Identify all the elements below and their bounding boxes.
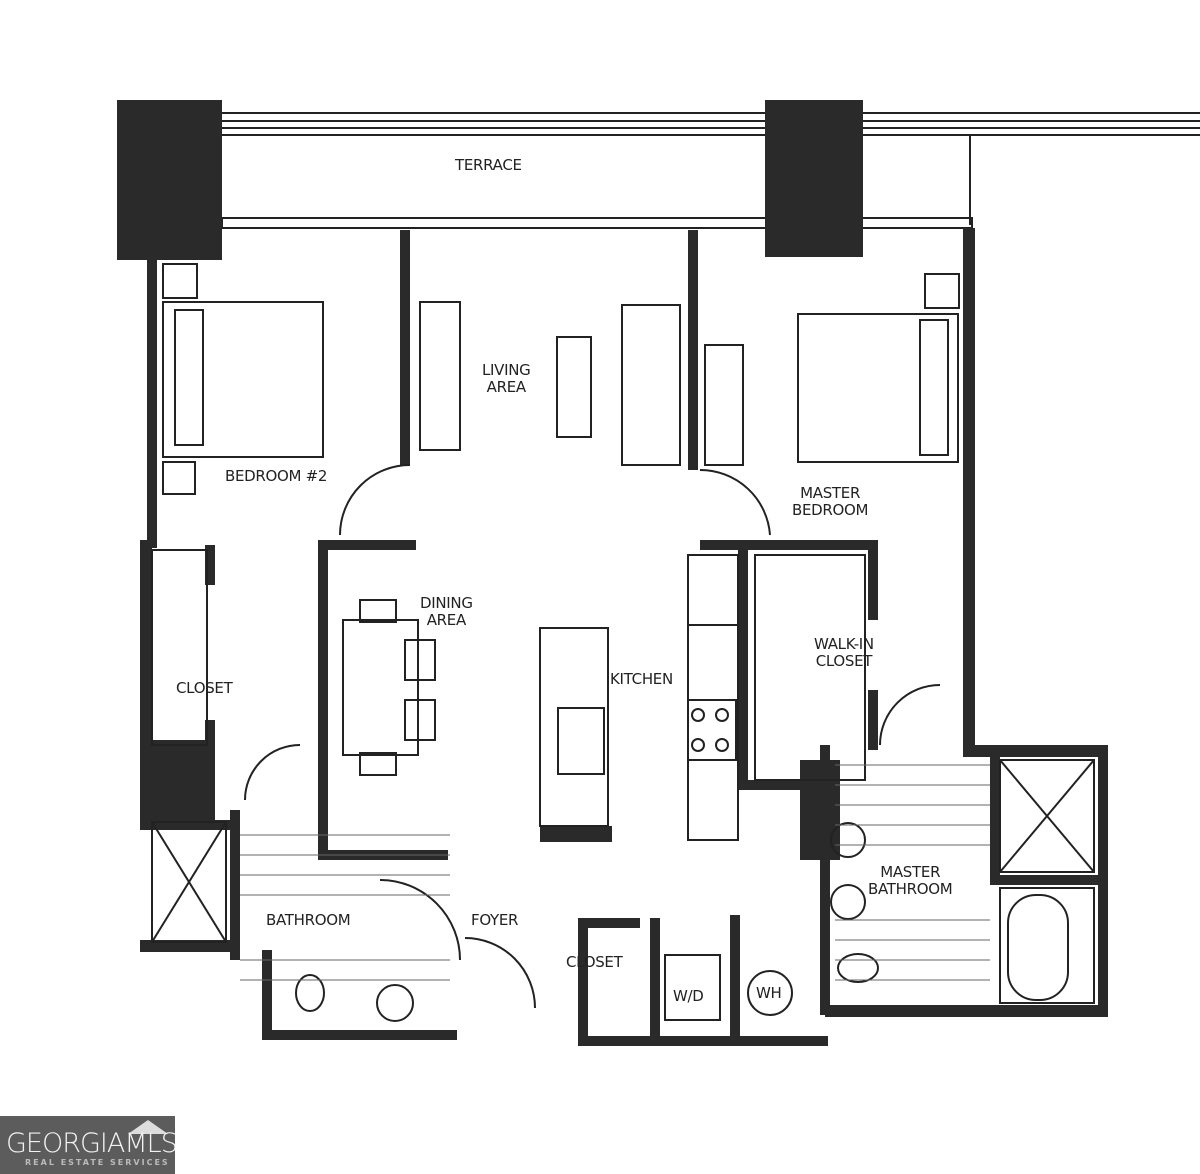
logo-subtext: REAL ESTATE SERVICES [25,1158,170,1167]
room-label-dining-area: DINING AREA [420,594,473,629]
room-label-kitchen: KITCHEN [610,670,673,688]
room-label-closet-foyer: CLOSET [566,953,623,971]
room-label-master-bedroom: MASTER BEDROOM [792,484,869,519]
label-water-heater: WH [756,984,782,1002]
room-label-bathroom: BATHROOM [266,911,351,929]
room-label-master-bathroom: MASTER BATHROOM [868,863,953,898]
logo-text: GEORGIAMLS [6,1128,178,1159]
room-label-terrace: TERRACE [455,156,522,174]
roof-icon [128,1120,168,1134]
room-label-living-area: LIVING AREA [482,361,531,396]
pillar-left [117,100,222,260]
label-washer-dryer: W/D [673,987,704,1005]
room-label-foyer: FOYER [471,911,519,929]
georgia-mls-logo: GEORGIAMLS REAL ESTATE SERVICES [0,1116,178,1174]
room-label-bedroom-2: BEDROOM #2 [225,467,328,485]
room-label-walkin-closet: WALK-IN CLOSET [814,635,874,670]
pillar-right [765,100,863,257]
room-label-closet-left: CLOSET [176,679,233,697]
